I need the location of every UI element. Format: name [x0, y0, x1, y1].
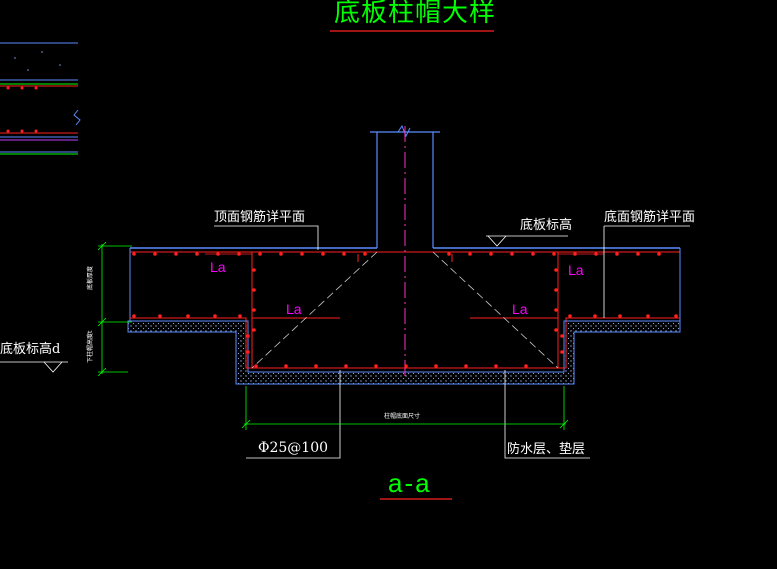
- rebar-dot: [646, 314, 650, 318]
- slab-thickness-label: 底板厚度: [87, 265, 94, 290]
- capital-depth-label: 下柱帽高度t: [87, 330, 94, 363]
- rebar-dot: [568, 314, 572, 318]
- waterproof-layer-label: 防水层、垫层: [507, 442, 586, 457]
- leader-lines: [214, 225, 690, 459]
- rebar-dot: [158, 314, 162, 318]
- rebar-dot: [552, 252, 556, 256]
- rebar-dot: [237, 252, 241, 256]
- top-rebar-plane-label: 顶面钢筋详平面: [214, 210, 306, 225]
- left-partial-detail: [0, 42, 81, 155]
- rebar-dot: [252, 288, 256, 292]
- rebar-dot: [554, 288, 558, 292]
- dimension-lines: [97, 241, 569, 430]
- rebar-dot: [252, 308, 256, 312]
- rebar-dot: [314, 364, 318, 368]
- rebar-dot: [342, 252, 346, 256]
- rebar-dot: [238, 314, 242, 318]
- rebar-dot: [554, 268, 558, 272]
- rebar-dot: [554, 328, 558, 332]
- rebar-dot: [615, 252, 619, 256]
- haunch-lines: [251, 251, 559, 369]
- rebar-dot: [252, 268, 256, 272]
- slab-elevation-left-label: 底板标高d: [0, 342, 61, 357]
- rebar-dot: [404, 364, 408, 368]
- bottom-rebar-plane-label: 底面钢筋详平面: [604, 210, 696, 225]
- la-mark-top-left: La: [210, 259, 226, 275]
- rebar-dot: [494, 364, 498, 368]
- rebar-dot: [153, 252, 157, 256]
- rebar-dot: [531, 252, 535, 256]
- rebar-dot: [246, 334, 250, 338]
- rebar-dot: [594, 252, 598, 256]
- rebar-dot: [254, 364, 258, 368]
- anchorage-lines: [205, 252, 604, 368]
- la-mark-mid-left: La: [286, 301, 302, 317]
- rebar-dot: [468, 252, 472, 256]
- rebar-dot: [489, 252, 493, 256]
- bottom-rebar-dots: [132, 268, 678, 368]
- rebar-dot: [174, 252, 178, 256]
- rebar-dot: [300, 252, 304, 256]
- rebar-dot: [195, 252, 199, 256]
- elevation-marker-left: [0, 361, 68, 373]
- rebar-dot: [554, 308, 558, 312]
- rebar-dot: [363, 252, 367, 256]
- capital-width-label: 柱帽底面尺寸: [384, 413, 421, 420]
- rebar-dot: [573, 252, 577, 256]
- rebar-dot: [657, 252, 661, 256]
- elevation-marker-right: [486, 235, 568, 247]
- rebar-dot: [593, 314, 597, 318]
- rebar-dot: [636, 252, 640, 256]
- rebar-dot: [524, 364, 528, 368]
- rebar-spec-label: Φ25@100: [258, 440, 329, 456]
- la-mark-mid-right: La: [512, 301, 528, 317]
- drawing-title: 底板柱帽大样: [334, 0, 497, 28]
- rebar-dot: [252, 328, 256, 332]
- waterproof-cushion-layer: [127, 320, 681, 385]
- rebar-dot: [510, 252, 514, 256]
- rebar-dot: [434, 364, 438, 368]
- rebar-dot: [464, 364, 468, 368]
- rebar-dot: [132, 314, 136, 318]
- rebar-dot: [258, 252, 262, 256]
- rebar-dot: [618, 314, 622, 318]
- section-label: a-a: [388, 468, 432, 498]
- rebar-dot: [344, 364, 348, 368]
- rebar-dot: [560, 350, 564, 354]
- rebar-dot: [321, 252, 325, 256]
- rebar-dot: [246, 350, 250, 354]
- top-rebar-dots: [132, 252, 661, 256]
- rebar-dot: [447, 252, 451, 256]
- rebar-dot: [216, 252, 220, 256]
- rebar-dot: [279, 252, 283, 256]
- rebar-dot: [560, 334, 564, 338]
- slab-elevation-label: 底板标高: [520, 218, 573, 233]
- rebar-dot: [132, 252, 136, 256]
- rebar-dot: [674, 314, 678, 318]
- rebar-dot: [374, 364, 378, 368]
- rebar-dot: [213, 314, 217, 318]
- la-mark-top-right: La: [568, 262, 584, 278]
- rebar-dot: [284, 364, 288, 368]
- bottom-rebar: [130, 317, 680, 369]
- rebar-dot: [186, 314, 190, 318]
